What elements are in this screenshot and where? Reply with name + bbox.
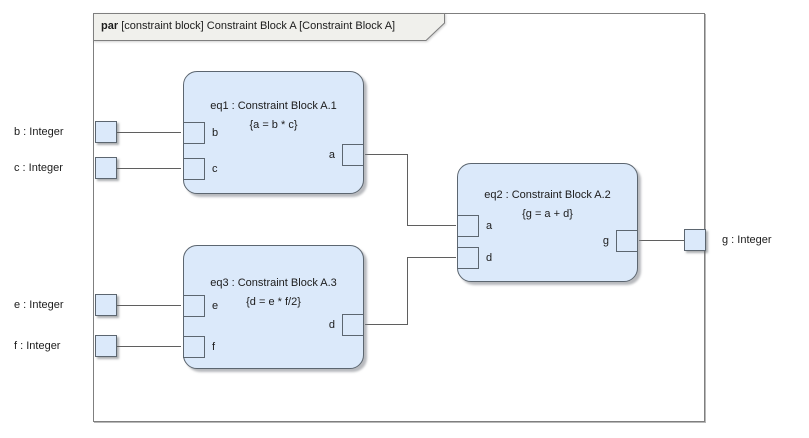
- eq2-port-d[interactable]: [457, 247, 479, 269]
- eq2-port-d-label: d: [486, 252, 493, 264]
- constraint-block-eq1[interactable]: eq1 : Constraint Block A.1 {a = b * c} b…: [183, 71, 364, 194]
- eq2-port-g-label: g: [602, 235, 609, 247]
- connector-a-seg3[interactable]: [407, 225, 456, 226]
- eq3-port-e[interactable]: [183, 295, 205, 317]
- connector-g[interactable]: [639, 240, 684, 241]
- eq1-port-c-label: c: [212, 163, 218, 175]
- eq2-port-a-label: a: [486, 220, 493, 232]
- connector-d-seg2[interactable]: [407, 257, 408, 325]
- frame-port-e[interactable]: [95, 294, 117, 316]
- external-param-label-e: e : Integer: [14, 299, 64, 311]
- eq3-port-e-label: e: [212, 300, 219, 312]
- external-param-label-c: c : Integer: [14, 162, 63, 174]
- frame-header-title: par [constraint block] Constraint Block …: [101, 13, 441, 40]
- connector-a-seg1[interactable]: [365, 154, 407, 155]
- eq2-constraint-expression: {g = a + d}: [522, 208, 573, 220]
- connector-a-seg2[interactable]: [407, 154, 408, 226]
- eq3-port-f-label: f: [212, 341, 216, 353]
- frame-port-g[interactable]: [684, 229, 706, 251]
- eq1-port-a-label: a: [328, 149, 335, 161]
- eq3-port-d[interactable]: [342, 314, 364, 336]
- eq3-port-d-label: d: [328, 319, 335, 331]
- eq2-port-a[interactable]: [457, 215, 479, 237]
- eq1-port-b[interactable]: [183, 122, 205, 144]
- frame-port-f[interactable]: [95, 335, 117, 357]
- connector-d-seg1[interactable]: [365, 324, 407, 325]
- eq2-title: eq2 : Constraint Block A.2: [484, 189, 611, 201]
- eq3-constraint-expression: {d = e * f/2}: [246, 296, 301, 308]
- constraint-block-eq3[interactable]: eq3 : Constraint Block A.3 {d = e * f/2}…: [183, 245, 364, 369]
- frame-header-pentagon[interactable]: [93, 13, 445, 42]
- frame-port-b[interactable]: [95, 121, 117, 143]
- constraint-block-eq2[interactable]: eq2 : Constraint Block A.2 {g = a + d} a…: [457, 163, 638, 282]
- eq1-port-c[interactable]: [183, 158, 205, 180]
- eq3-port-f[interactable]: [183, 336, 205, 358]
- eq1-port-a[interactable]: [342, 144, 364, 166]
- eq3-title: eq3 : Constraint Block A.3: [210, 277, 337, 289]
- eq1-title: eq1 : Constraint Block A.1: [210, 100, 337, 112]
- external-param-label-f: f : Integer: [14, 340, 61, 352]
- eq2-port-g[interactable]: [616, 230, 638, 252]
- eq1-constraint-expression: {a = b * c}: [249, 119, 298, 131]
- connector-f[interactable]: [117, 346, 181, 347]
- connector-c[interactable]: [117, 168, 181, 169]
- connector-e[interactable]: [117, 305, 181, 306]
- eq1-port-b-label: b: [212, 127, 219, 139]
- frame-keyword: par: [101, 20, 119, 32]
- connector-d-seg3[interactable]: [407, 257, 456, 258]
- frame-title-text: [constraint block] Constraint Block A [C…: [121, 20, 396, 32]
- external-param-label-g: g : Integer: [722, 234, 772, 246]
- external-param-label-b: b : Integer: [14, 126, 64, 138]
- connector-b[interactable]: [117, 132, 181, 133]
- frame-port-c[interactable]: [95, 157, 117, 179]
